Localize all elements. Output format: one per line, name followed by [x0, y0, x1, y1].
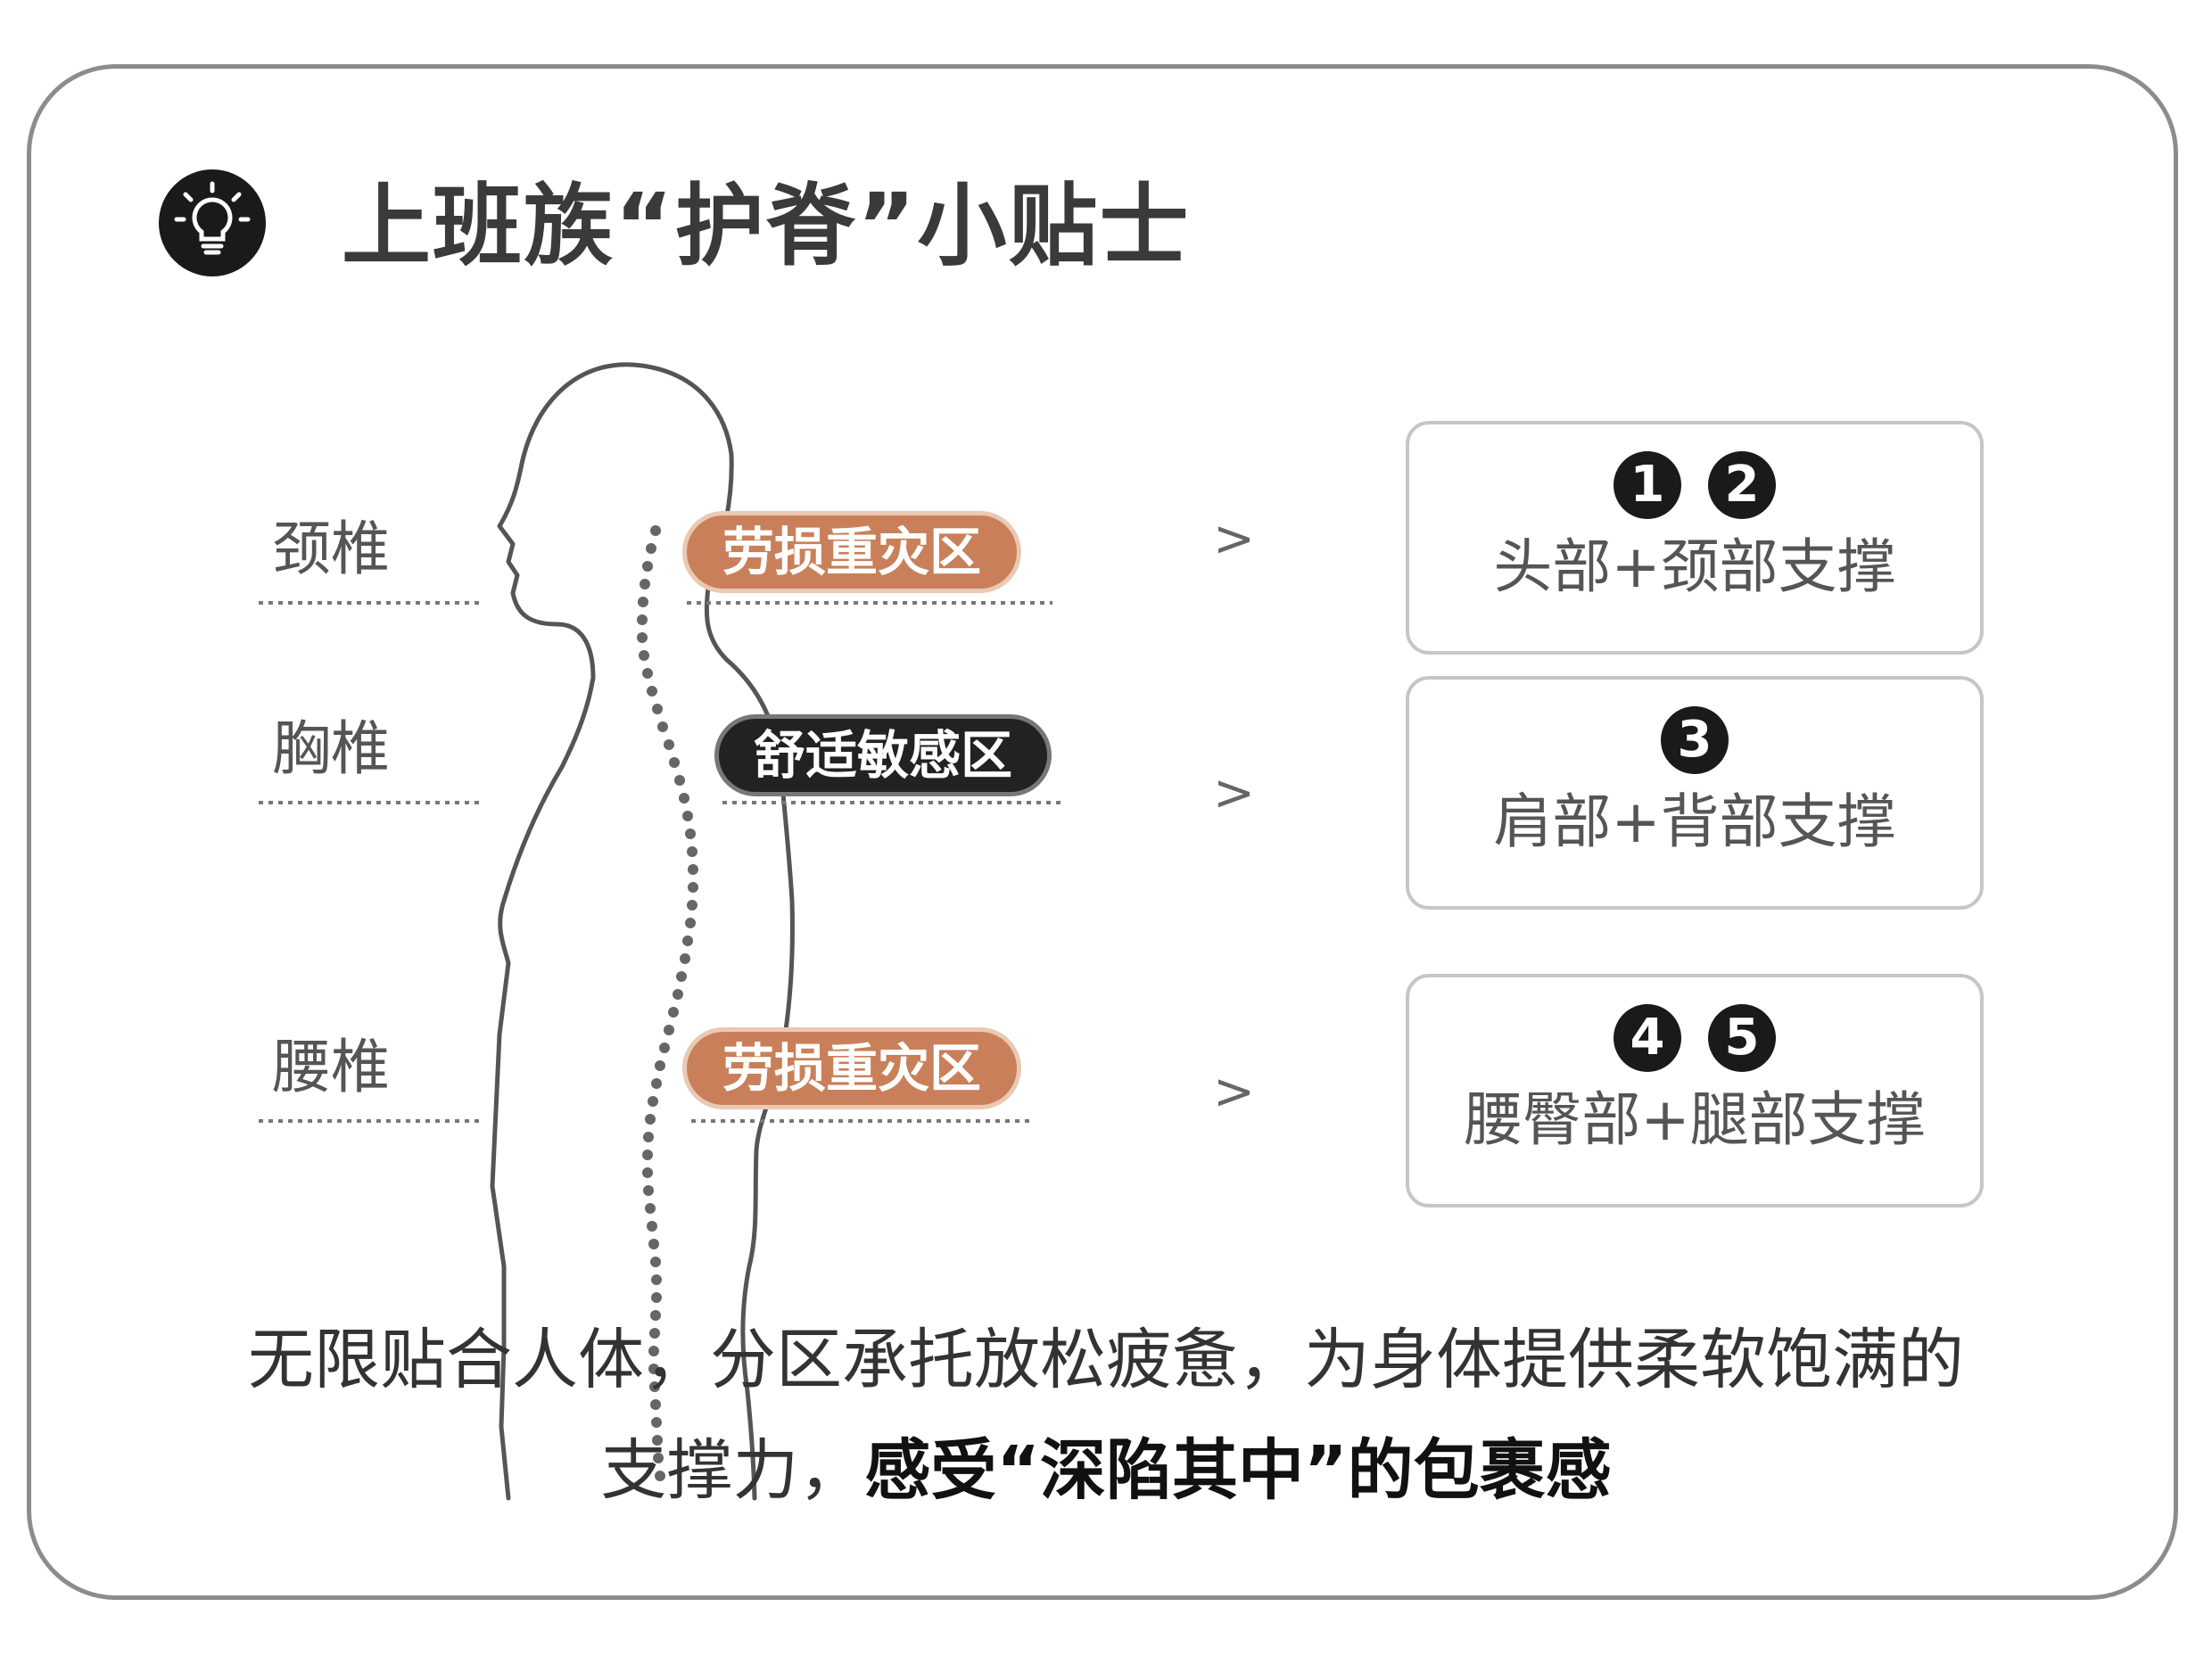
description-line-1: 无限贴合人体，分区承托放松疲惫，为身体提供柔软饱满的 [248, 1322, 1964, 1398]
description-line-2: 支撑力，感受“深陷其中”的包裹感 [0, 1430, 2212, 1511]
support-text: 头部+颈部支撑 [1493, 532, 1896, 601]
number-badge: 2 [1708, 451, 1776, 519]
support-box-waist-leg: 4 5 腰臀部+腿部支撑 [1406, 974, 1984, 1207]
support-text: 腰臀部+腿部支撑 [1464, 1085, 1926, 1154]
segment-label-lumbar: 腰椎 [272, 1033, 390, 1101]
segment-label-thoracic: 胸椎 [272, 714, 390, 783]
zone-badge-cervical: 劳损重灾区 [687, 515, 1017, 589]
chevron-right-icon: > [1213, 764, 1255, 822]
page-title: 上班族“护脊”小贴士 [342, 174, 1191, 278]
chevron-right-icon: > [1213, 1063, 1255, 1121]
description-emphasis: 感受“深陷其中”的包裹感 [864, 1432, 1612, 1509]
zone-badge-lumbar: 劳损重灾区 [687, 1032, 1017, 1105]
segment-label-cervical: 颈椎 [272, 515, 390, 583]
number-badge: 1 [1614, 451, 1681, 519]
number-badge: 5 [1708, 1004, 1776, 1072]
description-regular: 支撑力， [600, 1432, 865, 1509]
lightbulb-icon [159, 169, 266, 276]
number-badge: 3 [1661, 706, 1729, 774]
support-box-head-neck: 1 2 头部+颈部支撑 [1406, 421, 1984, 655]
support-box-shoulder-back: 3 肩部+背部支撑 [1406, 676, 1984, 910]
number-badge: 4 [1614, 1004, 1681, 1072]
support-text: 肩部+背部支撑 [1493, 787, 1896, 856]
zone-badge-thoracic: 舒适敏感区 [719, 719, 1047, 792]
chevron-right-icon: > [1213, 510, 1255, 568]
